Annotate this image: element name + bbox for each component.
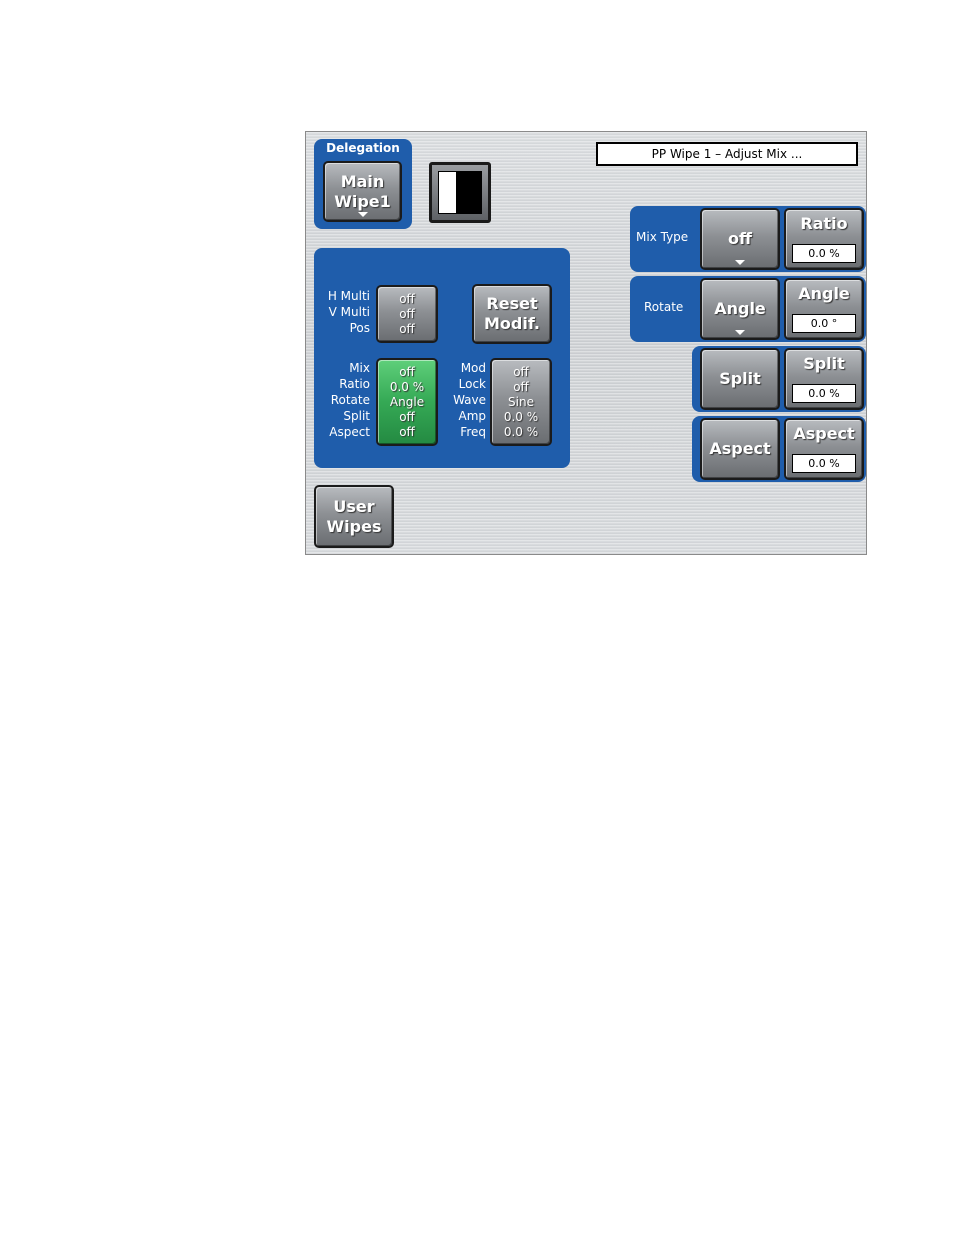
- split-param-label: Split: [803, 354, 845, 373]
- user-wipes-button[interactable]: User Wipes: [314, 485, 394, 548]
- modulation-button[interactable]: off off Sine 0.0 % 0.0 %: [490, 358, 552, 446]
- split-param-value: 0.0 %: [792, 384, 856, 403]
- aspect-group: Aspect Aspect 0.0 %: [692, 416, 866, 482]
- rotate-type-value: Angle: [714, 299, 766, 318]
- h-multi-label: H Multi: [327, 289, 370, 303]
- aspect-value: off: [399, 424, 415, 439]
- split-value: off: [399, 409, 415, 424]
- rotate-group: Rotate Angle Angle 0.0 °: [630, 276, 866, 342]
- pattern-button[interactable]: [429, 162, 491, 223]
- split-label: Split: [343, 409, 370, 423]
- delegation-label: Delegation: [326, 141, 400, 155]
- rotate-label: Rotate: [330, 393, 370, 407]
- ratio-param-button[interactable]: Ratio 0.0 %: [784, 208, 864, 270]
- aspect-param-button[interactable]: Aspect 0.0 %: [784, 418, 864, 480]
- chevron-down-icon: [735, 330, 745, 335]
- mix-type-value: off: [728, 229, 752, 248]
- reset-modif-button[interactable]: Reset Modif.: [472, 284, 552, 344]
- modifier-group: H Multi V Multi Pos off off off Reset Mo…: [314, 248, 570, 468]
- split-button-label: Split: [719, 369, 761, 388]
- mix-type-label: Mix Type: [636, 230, 689, 244]
- angle-param-value: 0.0 °: [792, 314, 856, 333]
- menu-title: PP Wipe 1 – Adjust Mix ...: [596, 142, 858, 166]
- lock-value: off: [513, 379, 529, 394]
- angle-param-button[interactable]: Angle 0.0 °: [784, 278, 864, 340]
- ratio-value: 0.0 %: [389, 379, 425, 394]
- mix-value: off: [399, 364, 415, 379]
- delegation-group: Delegation Main Wipe1: [314, 139, 412, 229]
- rotate-value: Angle: [389, 394, 425, 409]
- mod-value: off: [513, 364, 529, 379]
- v-multi-value: off: [399, 306, 415, 321]
- pos-label: Pos: [349, 321, 370, 335]
- split-param-button[interactable]: Split 0.0 %: [784, 348, 864, 410]
- delegation-button-line2: Wipe1: [334, 191, 391, 211]
- mix-type-group: Mix Type off Ratio 0.0 %: [630, 206, 866, 272]
- pos-value: off: [399, 321, 415, 336]
- wave-value: Sine: [508, 394, 534, 409]
- wave-label: Wave: [453, 393, 486, 407]
- split-button[interactable]: Split: [700, 348, 780, 410]
- aspect-button-label: Aspect: [709, 439, 771, 458]
- delegation-button[interactable]: Main Wipe1: [323, 161, 402, 222]
- ratio-label: Ratio: [339, 377, 370, 391]
- h-multi-value: off: [399, 291, 415, 306]
- rotate-type-button[interactable]: Angle: [700, 278, 780, 340]
- reset-modif-line2: Modif.: [483, 314, 540, 333]
- aspect-label: Aspect: [329, 425, 370, 439]
- amp-value: 0.0 %: [503, 409, 539, 424]
- mix-type-button[interactable]: off: [700, 208, 780, 270]
- chevron-down-icon: [357, 212, 368, 217]
- half-black-half-white-pattern-icon: [438, 171, 482, 214]
- rotate-row-label: Rotate: [644, 300, 684, 314]
- delegation-button-line1: Main: [340, 171, 385, 191]
- ratio-param-value: 0.0 %: [792, 244, 856, 263]
- amp-label: Amp: [458, 409, 486, 423]
- chevron-down-icon: [735, 260, 745, 265]
- freq-label: Freq: [460, 425, 486, 439]
- user-wipes-line2: Wipes: [326, 516, 382, 536]
- angle-param-label: Angle: [798, 284, 850, 303]
- v-multi-label: V Multi: [328, 305, 370, 319]
- split-group: Split Split 0.0 %: [692, 346, 866, 412]
- aspect-button[interactable]: Aspect: [700, 418, 780, 480]
- freq-value: 0.0 %: [503, 424, 539, 439]
- wipe-adjust-panel: PP Wipe 1 – Adjust Mix ... Delegation Ma…: [305, 131, 867, 555]
- user-wipes-line1: User: [333, 496, 375, 516]
- aspect-param-value: 0.0 %: [792, 454, 856, 473]
- mod-label: Mod: [460, 361, 486, 375]
- lock-label: Lock: [458, 377, 486, 391]
- reset-modif-line1: Reset: [486, 294, 538, 313]
- ratio-param-label: Ratio: [800, 214, 848, 233]
- mix-label: Mix: [349, 361, 370, 375]
- multi-pos-button[interactable]: off off off: [376, 285, 438, 343]
- aspect-param-label: Aspect: [793, 424, 855, 443]
- mix-settings-button[interactable]: off 0.0 % Angle off off: [376, 358, 438, 446]
